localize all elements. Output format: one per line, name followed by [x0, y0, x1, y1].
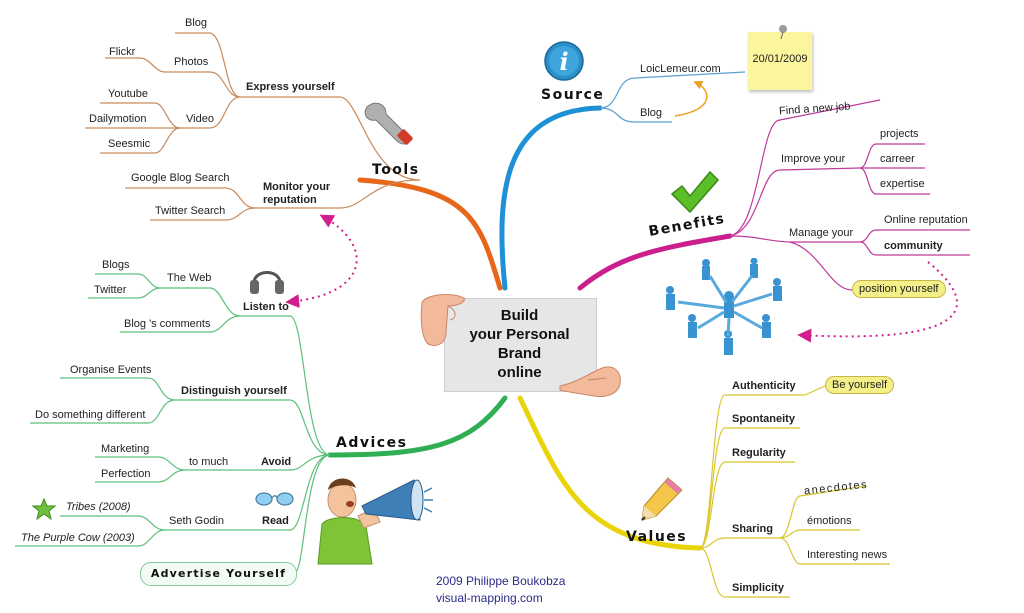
tools-dailymotion: Dailymotion [89, 113, 147, 125]
branch-values: Values [626, 529, 688, 545]
benefits-projects: projects [880, 128, 919, 140]
advices-read: Read [262, 515, 289, 527]
network-people-icon [666, 258, 782, 355]
values-be-yourself: Be yourself [825, 376, 895, 394]
benefits-improve-your: Improve your [781, 153, 846, 165]
tools-monitor-reputation: Monitor your reputation [263, 181, 331, 206]
advices-perfection: Perfection [101, 468, 151, 480]
source-arrow [674, 81, 708, 117]
megaphone-man-icon [317, 478, 433, 565]
advices-blog-comments: Blog 's comments [124, 318, 211, 330]
source-branch-line [499, 105, 603, 291]
values-branch-line [517, 395, 703, 551]
benefits-branch-line [577, 233, 733, 291]
values-authenticity: Authenticity [732, 380, 796, 392]
source-loiclemeur: LoicLemeur.com [640, 63, 721, 75]
glasses-icon [255, 492, 294, 506]
source-date: 20/01/2009 [752, 53, 808, 65]
date-sticky-note [748, 32, 812, 90]
star-icon [32, 498, 56, 520]
tools-flickr: Flickr [109, 46, 136, 58]
branch-source: Source [541, 87, 605, 103]
tools-express-yourself: Express yourself [246, 81, 335, 93]
values-sharing: Sharing [732, 523, 773, 535]
advices-advertise-yourself: Advertise Yourself [140, 562, 297, 586]
advices-twitter: Twitter [94, 284, 127, 296]
advices-organise-events: Organise Events [70, 364, 152, 376]
wrench-icon [364, 102, 413, 145]
values-spontaneity: Spontaneity [732, 413, 795, 425]
footer-credit: 2009 Philippe Boukobza [436, 574, 566, 588]
advices-do-something-different: Do something different [35, 409, 146, 421]
tools-blog: Blog [185, 17, 208, 29]
advices-listen-to: Listen to [243, 301, 289, 313]
info-icon: i [544, 41, 584, 81]
hand-icon [559, 366, 621, 397]
advices-to-much: to much [189, 456, 229, 468]
advices-purple-cow: The Purple Cow (2003) [21, 532, 135, 544]
monitor-to-listen-arrow [285, 214, 358, 309]
values-simplicity: Simplicity [732, 582, 784, 594]
tools-branch-line [357, 177, 503, 291]
tools-seesmic: Seesmic [108, 138, 151, 150]
central-topic-title: Build your Personal Brand online [469, 307, 570, 381]
advices-tribes: Tribes (2008) [66, 501, 131, 513]
advices-branch-line [327, 395, 508, 458]
advices-avoid: Avoid [261, 456, 292, 468]
advices-marketing: Marketing [101, 443, 150, 455]
tools-youtube: Youtube [108, 88, 148, 100]
pencil-icon [641, 477, 683, 521]
tools-google-blog-search: Google Blog Search [131, 172, 230, 184]
hand-icon [420, 294, 465, 346]
values-interesting-news: Interesting news [807, 549, 888, 561]
advices-distinguish-yourself: Distinguish yourself [181, 385, 287, 397]
benefits-manage-your: Manage your [789, 227, 854, 239]
benefits-community: community [884, 240, 943, 252]
values-regularity: Regularity [732, 447, 786, 459]
advices-blogs: Blogs [102, 259, 130, 271]
tools-video: Video [186, 113, 214, 125]
svg-text:i: i [559, 47, 568, 76]
benefits-expertise: expertise [880, 178, 925, 190]
branch-advices: Advices [336, 435, 408, 451]
benefits-carreer: carreer [880, 153, 915, 165]
tools-photos: Photos [174, 56, 209, 68]
values-emotions: émotions [807, 515, 852, 527]
tools-twitter-search: Twitter Search [155, 205, 226, 217]
branch-tools: Tools [372, 162, 420, 178]
advices-seth-godin: Seth Godin [169, 515, 225, 527]
pushpin-icon [779, 25, 787, 40]
headphones-icon [250, 271, 284, 294]
footer-site: visual-mapping.com [436, 591, 543, 605]
benefits-online-reputation: Online reputation [884, 214, 968, 226]
community-to-network-arrow [797, 261, 958, 343]
checkmark-icon [670, 170, 720, 214]
source-blog: Blog [640, 107, 663, 119]
central-topic-box [444, 298, 597, 392]
benefits-position-yourself: position yourself [852, 280, 946, 298]
advices-the-web: The Web [167, 272, 212, 284]
